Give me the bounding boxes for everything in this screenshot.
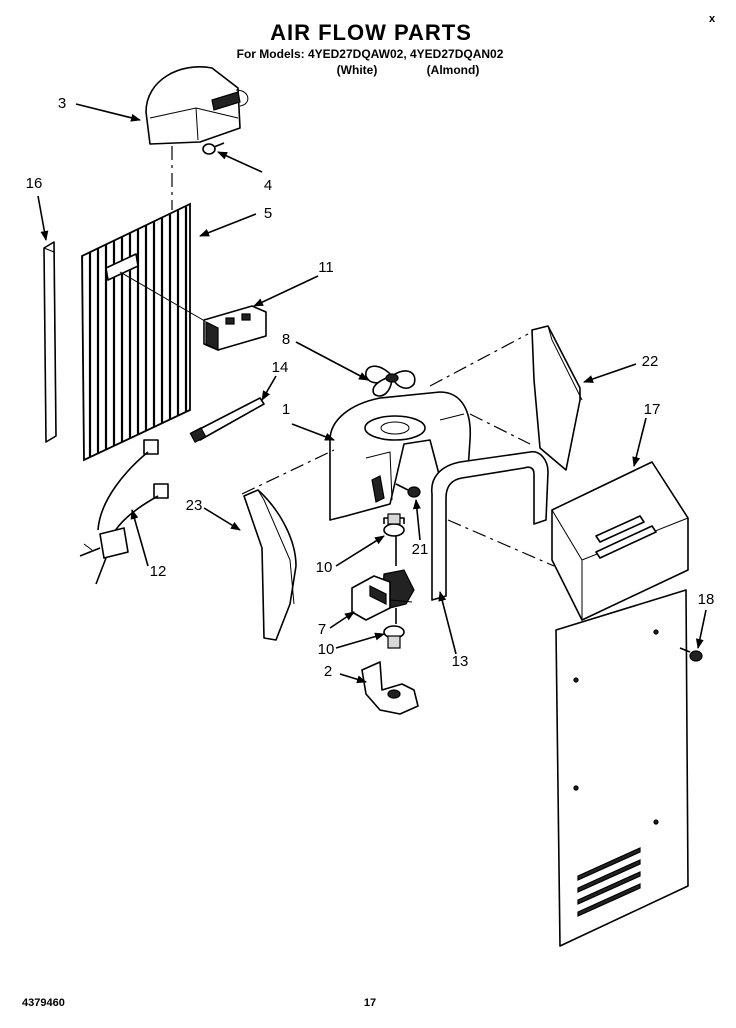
callout-10-upper: 10: [316, 559, 333, 576]
part-10-grommet-lower: [383, 625, 405, 649]
callout-5: 5: [264, 205, 272, 222]
part-2-motor-bracket: [361, 661, 419, 715]
part-13-fan-gasket: [431, 450, 549, 601]
callout-1: 1: [282, 401, 290, 418]
callout-16: 16: [26, 175, 43, 192]
part-3-air-diffuser: [145, 66, 249, 145]
callout-labels: 3 4 5 16 11 8 14 1 22 17 23 21 12 10 7 1…: [26, 95, 715, 680]
callout-3: 3: [58, 95, 66, 112]
part-18-screw: [679, 647, 703, 662]
part-7-fan-motor: [351, 536, 415, 624]
leader-lines: [37, 103, 707, 684]
part-1-fan-housing: [329, 391, 472, 521]
callout-11: 11: [318, 259, 334, 276]
part-5-evaporator-cover: [81, 202, 211, 462]
part-17-air-cover: [551, 461, 689, 621]
callout-21: 21: [412, 541, 429, 558]
callout-8: 8: [282, 331, 290, 348]
part-21-screw: [395, 483, 421, 498]
part-16-gasket-strip: [43, 241, 57, 443]
callout-4: 4: [264, 177, 272, 194]
part-17-rear-panel: [555, 589, 689, 947]
vent-slots: [577, 847, 641, 917]
variant-almond: (Almond): [427, 63, 480, 77]
variant-white: (White): [337, 63, 378, 77]
callout-18: 18: [698, 591, 715, 608]
callout-10-lower: 10: [318, 641, 335, 658]
doc-number: 4379460: [22, 997, 65, 1009]
callout-14: 14: [272, 359, 289, 376]
page-title: AIR FLOW PARTS: [270, 20, 472, 45]
callout-12: 12: [150, 563, 167, 580]
part-14-thermistor: [189, 397, 265, 444]
callout-23: 23: [186, 497, 203, 514]
models-line: For Models: 4YED27DQAW02, 4YED27DQAN02: [237, 47, 504, 61]
part-11-damper-control: [203, 305, 267, 351]
part-10-grommet-upper: [383, 513, 405, 537]
part-12-wire-harness: [79, 439, 169, 585]
callout-22: 22: [642, 353, 659, 370]
corner-mark: x: [709, 13, 716, 25]
callout-7: 7: [318, 621, 326, 638]
part-23-side-panel: [243, 489, 297, 641]
callout-17: 17: [644, 401, 661, 418]
callout-2: 2: [324, 663, 332, 680]
callout-13: 13: [452, 653, 469, 670]
part-8-fan-blade: [365, 365, 416, 397]
page-number: 17: [364, 997, 376, 1009]
part-22-air-duct: [531, 325, 583, 471]
part-4-screw: [202, 142, 225, 155]
